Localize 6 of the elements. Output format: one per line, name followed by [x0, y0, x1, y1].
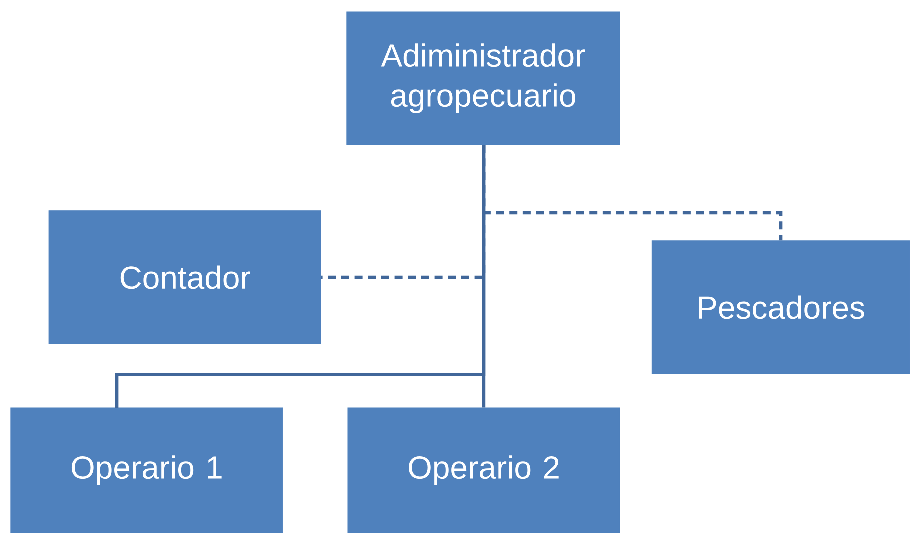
org-box: Adiministrador agropecuario — [346, 12, 620, 146]
org-box: Operario 2 — [348, 408, 620, 533]
org-box: Contador — [48, 210, 322, 344]
org-box: Pescadores — [652, 240, 910, 374]
connector-line — [482, 145, 486, 408]
org-box: Operario 1 — [10, 408, 284, 533]
